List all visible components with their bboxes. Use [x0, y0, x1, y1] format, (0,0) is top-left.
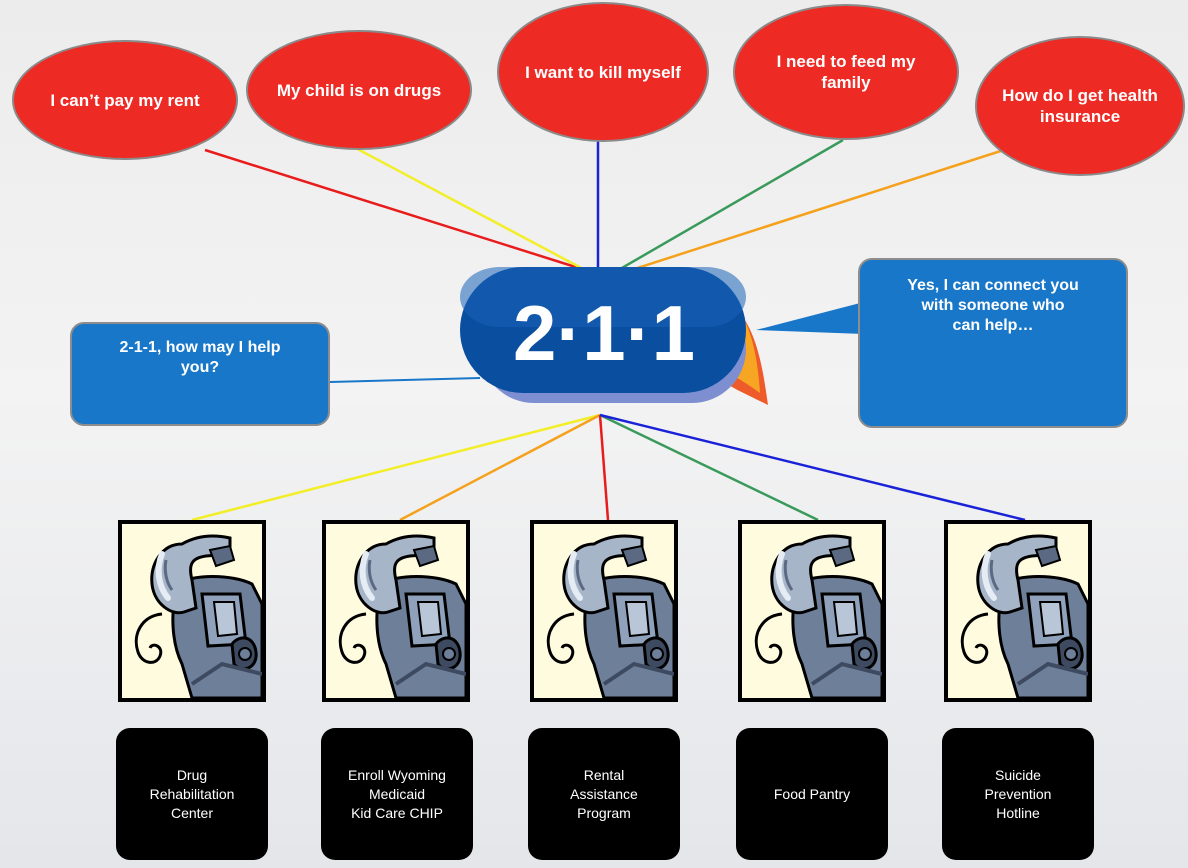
connector-service-enroll: [399, 413, 601, 522]
connector-insurance: [624, 146, 1011, 274]
service-label-food: Food Pantry: [736, 728, 888, 860]
phone-card-enroll: [322, 520, 470, 702]
reply-callout-pointer: [756, 302, 864, 334]
telephone-icon: [948, 524, 1088, 698]
connector-rent: [204, 148, 586, 272]
phone-card-suicide: [944, 520, 1092, 702]
connector-food: [614, 138, 844, 274]
question-text: I want to kill myself: [525, 62, 681, 82]
question-text: How do I get health insurance: [1002, 86, 1158, 126]
service-label-suicide: Suicide Prevention Hotline: [942, 728, 1094, 860]
connector-service-drug: [191, 413, 601, 522]
telephone-icon: [326, 524, 466, 698]
phone-card-rental: [530, 520, 678, 702]
question-text: I can’t pay my rent: [50, 90, 200, 110]
connector-service-suicide: [599, 413, 1026, 522]
question-text: I need to feed my family: [776, 52, 916, 92]
connector-drugs: [349, 143, 586, 272]
question-bubble-rent: I can’t pay my rent: [12, 40, 238, 160]
telephone-icon: [122, 524, 262, 698]
operator-callout: 2-1-1, how may I help you?: [70, 322, 330, 426]
telephone-icon: [742, 524, 882, 698]
operator-callout-text: 2-1-1, how may I help you?: [119, 339, 281, 376]
question-text: My child is on drugs: [276, 80, 442, 100]
reply-callout: Yes, I can connect you with someone who …: [858, 258, 1128, 428]
service-label-text: Drug Rehabilitation Center: [149, 766, 235, 821]
telephone-icon: [534, 524, 674, 698]
phone-card-food: [738, 520, 886, 702]
service-label-text: Enroll Wyoming Medicaid Kid Care CHIP: [348, 766, 446, 821]
service-label-text: Suicide Prevention Hotline: [984, 766, 1052, 821]
service-label-drug: Drug Rehabilitation Center: [116, 728, 268, 860]
connector-service-rental: [598, 414, 610, 521]
service-label-enroll: Enroll Wyoming Medicaid Kid Care CHIP: [321, 728, 473, 860]
reply-callout-text: Yes, I can connect you with someone who …: [907, 277, 1079, 334]
question-bubble-food: I need to feed my family: [733, 4, 959, 140]
logo-211: 2·1·1: [460, 267, 768, 405]
service-label-rental: Rental Assistance Program: [528, 728, 680, 860]
connector-operator: [329, 377, 481, 383]
connector-service-food: [599, 413, 819, 522]
service-label-text: Rental Assistance Program: [570, 766, 638, 821]
logo-text: 2·1·1: [513, 289, 695, 377]
phone-card-drug: [118, 520, 266, 702]
question-bubble-insurance: How do I get health insurance: [975, 36, 1185, 176]
question-bubble-suicide: I want to kill myself: [497, 2, 709, 142]
service-label-text: Food Pantry: [773, 785, 851, 802]
question-bubble-drugs: My child is on drugs: [246, 30, 472, 150]
